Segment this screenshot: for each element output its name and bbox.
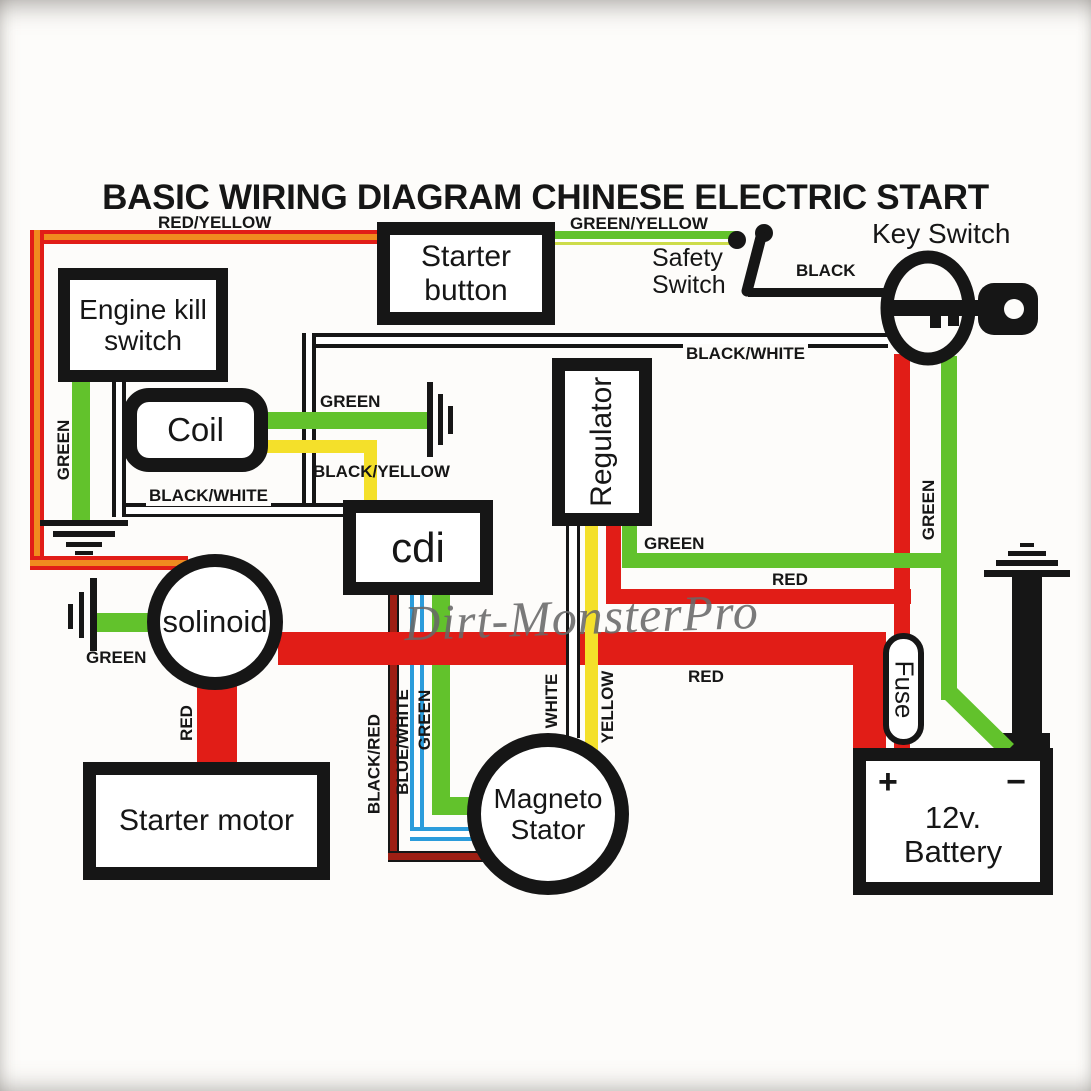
red-yellow-wire-bottom xyxy=(30,556,188,570)
black-yellow-label: BLACK/YELLOW xyxy=(313,462,450,481)
battery-box: + − 12v. Battery xyxy=(853,748,1053,895)
green-regulator-label: GREEN xyxy=(644,534,705,553)
starter-motor-box: Starter motor xyxy=(83,762,330,880)
red-starter-label: RED xyxy=(177,705,196,741)
green-wire-key-switch xyxy=(941,356,957,700)
green-wire-diagonal xyxy=(943,685,1014,757)
black-yellow-wire-v xyxy=(364,440,377,505)
battery-voltage-label: 12v. xyxy=(924,799,982,835)
black-wire-safety-to-key xyxy=(748,288,898,297)
fuse-component: Fuse xyxy=(883,633,924,745)
red-wire-regulator-stub xyxy=(606,526,621,604)
cdi-box: cdi xyxy=(343,500,493,595)
blue-white-wire-h xyxy=(410,827,478,841)
red-yellow-wire-left xyxy=(30,230,44,570)
battery-inner: + − 12v. Battery xyxy=(866,761,1040,882)
engine-kill-switch-box: Engine kill switch xyxy=(58,268,228,382)
yellow-wire-regulator xyxy=(585,526,598,750)
black-wire-battery-ground xyxy=(1012,575,1042,752)
green-solenoid-label: GREEN xyxy=(86,648,147,667)
coil-box: Coil xyxy=(123,388,268,472)
coil-label: Coil xyxy=(167,410,224,448)
green-wire-kill-switch xyxy=(72,382,90,522)
red-wire-main-v xyxy=(853,632,886,755)
watermark-text: Dirt-MonsterPro xyxy=(403,582,760,652)
white-regulator-label: WHITE xyxy=(542,673,561,729)
battery-plus-terminal: + xyxy=(878,763,898,801)
green-coil-label: GREEN xyxy=(320,392,381,411)
green-wire-solenoid xyxy=(96,613,156,632)
diagram-title: BASIC WIRING DIAGRAM CHINESE ELECTRIC ST… xyxy=(102,178,989,217)
black-red-wire-h xyxy=(388,851,485,862)
solenoid-label: solinoid xyxy=(162,603,268,639)
regulator-label: Regulator xyxy=(585,376,619,508)
safety-switch-icon xyxy=(728,224,773,297)
white-wire-regulator xyxy=(566,526,580,738)
black-label: BLACK xyxy=(796,261,856,280)
green-yellow-wire xyxy=(553,231,738,245)
starter-motor-label: Starter motor xyxy=(118,804,295,838)
black-red-wire-v xyxy=(388,592,399,862)
key-switch-icon xyxy=(880,250,1038,366)
green-key-label: GREEN xyxy=(919,479,938,541)
red-yellow-wire-top xyxy=(30,230,377,244)
safety-switch-label: Safety Switch xyxy=(652,244,726,299)
solenoid-circle: solinoid xyxy=(147,554,283,690)
magneto-stator-label: Magneto Stator xyxy=(493,782,603,845)
black-yellow-wire-h xyxy=(258,440,377,453)
yellow-regulator-label: YELLOW xyxy=(598,670,617,744)
black-white-coil-label: BLACK/WHITE xyxy=(146,486,271,506)
regulator-box: Regulator xyxy=(552,358,652,526)
green-yellow-label: GREEN/YELLOW xyxy=(570,214,708,233)
black-white-wire-left-vertical xyxy=(112,382,126,517)
green-wire-cdi-h xyxy=(432,797,477,815)
black-red-cdi-label: BLACK/RED xyxy=(364,713,384,815)
starter-button-box: Starter button xyxy=(377,222,555,325)
blue-white-cdi-label: BLUE/WHITE xyxy=(393,689,412,795)
red-wire-key-switch xyxy=(894,354,910,646)
red-main-label: RED xyxy=(688,667,724,686)
red-wire-solenoid-starter xyxy=(197,678,237,768)
green-kill-label: GREEN xyxy=(54,419,73,481)
green-wire-regulator-h xyxy=(622,553,957,568)
red-wire-regulator-h xyxy=(606,589,911,604)
starter-button-label: Starter button xyxy=(420,239,512,307)
red-regulator-label: RED xyxy=(772,570,808,589)
key-switch-label: Key Switch xyxy=(872,218,1011,249)
fuse-label: Fuse xyxy=(889,660,919,718)
red-yellow-label: RED/YELLOW xyxy=(158,213,272,232)
engine-kill-switch-label: Engine kill switch xyxy=(79,293,207,356)
black-white-key-label: BLACK/WHITE xyxy=(683,344,808,364)
red-wire-main-h xyxy=(278,632,886,665)
black-white-wire-coil xyxy=(112,503,348,517)
cdi-label: cdi xyxy=(391,523,445,571)
battery-minus-terminal: − xyxy=(1006,763,1026,801)
green-cdi-label: GREEN xyxy=(415,689,434,751)
green-wire-coil xyxy=(262,412,432,429)
battery-label: Battery xyxy=(903,834,1003,870)
magneto-stator-circle: Magneto Stator xyxy=(467,733,629,895)
